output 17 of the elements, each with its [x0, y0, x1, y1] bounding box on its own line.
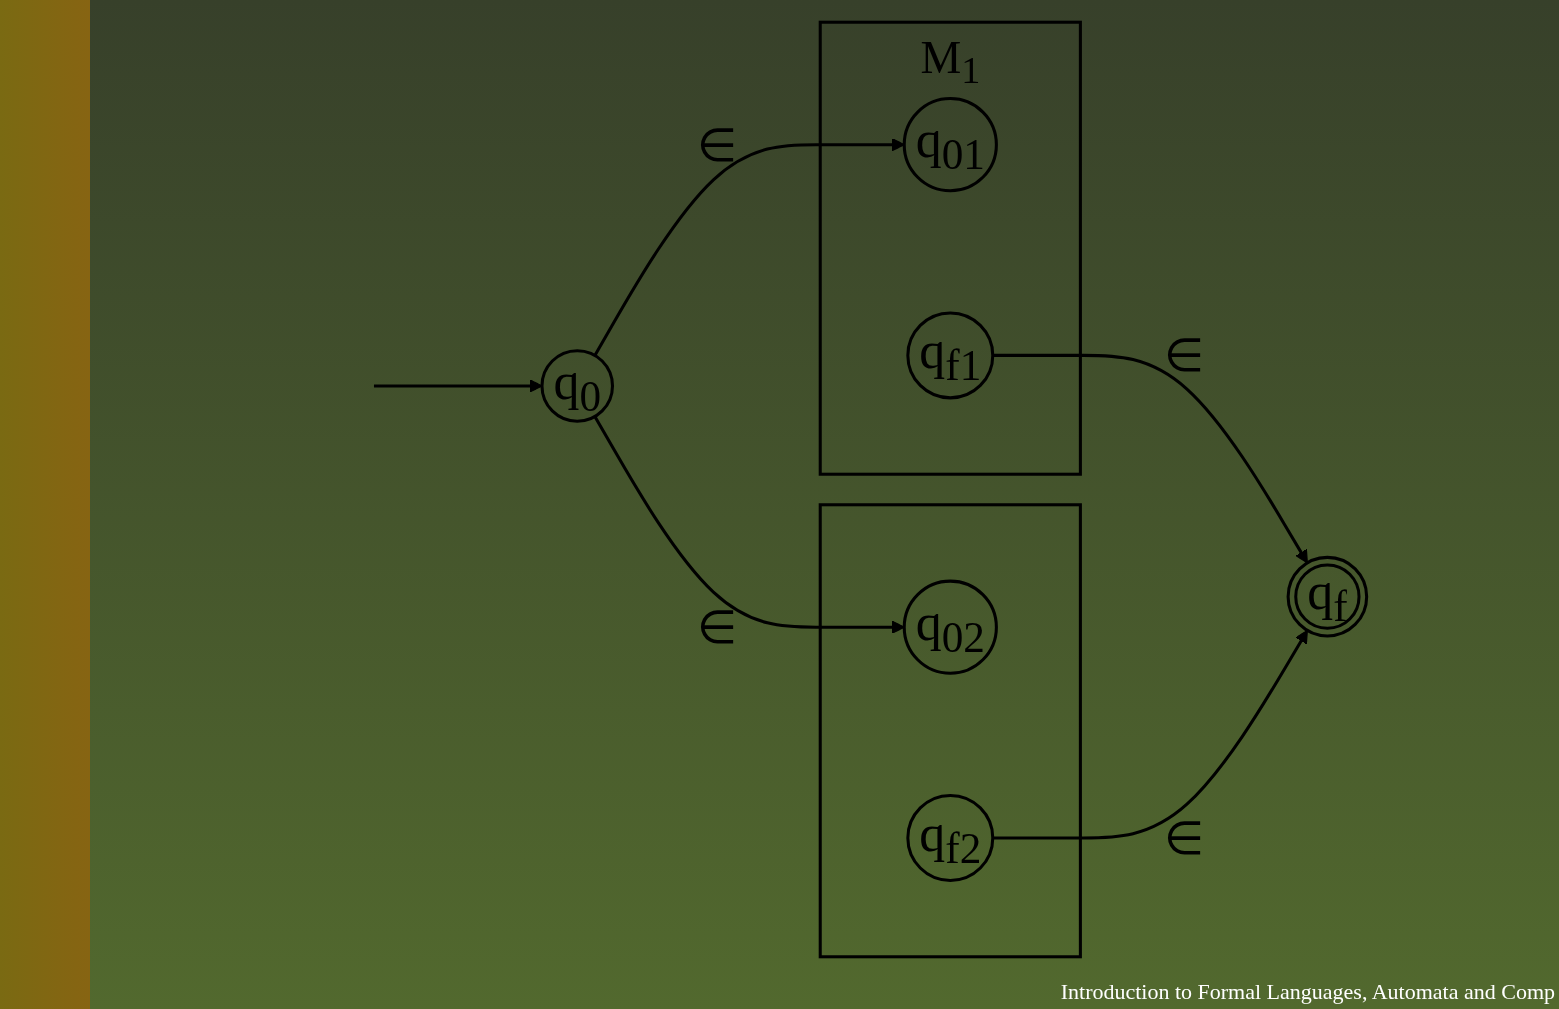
node-circle: q$_{01}$	[902, 97, 998, 193]
edge-label: ∈	[1164, 812, 1205, 864]
arrow	[593, 137, 905, 357]
node-circle: q$_{02}$	[902, 579, 998, 675]
node-circle: q$_{f2}$	[906, 793, 995, 882]
arrow	[373, 379, 543, 393]
cluster	[818, 503, 1082, 959]
node-circle: q$_{0}$	[540, 349, 615, 423]
node-circle: q$_{f}$	[1286, 555, 1369, 638]
footer-text: Introduction to Formal Languages, Automata and Comp	[1060, 979, 1555, 1005]
arrow	[593, 415, 905, 634]
arrow	[992, 353, 1308, 564]
arrow	[992, 629, 1308, 840]
edge-label: ∈	[1164, 330, 1205, 381]
edge-label: ∈	[696, 602, 737, 653]
node-circle: q$_{f1}$	[906, 311, 995, 400]
edge-label: ∈	[696, 119, 737, 170]
